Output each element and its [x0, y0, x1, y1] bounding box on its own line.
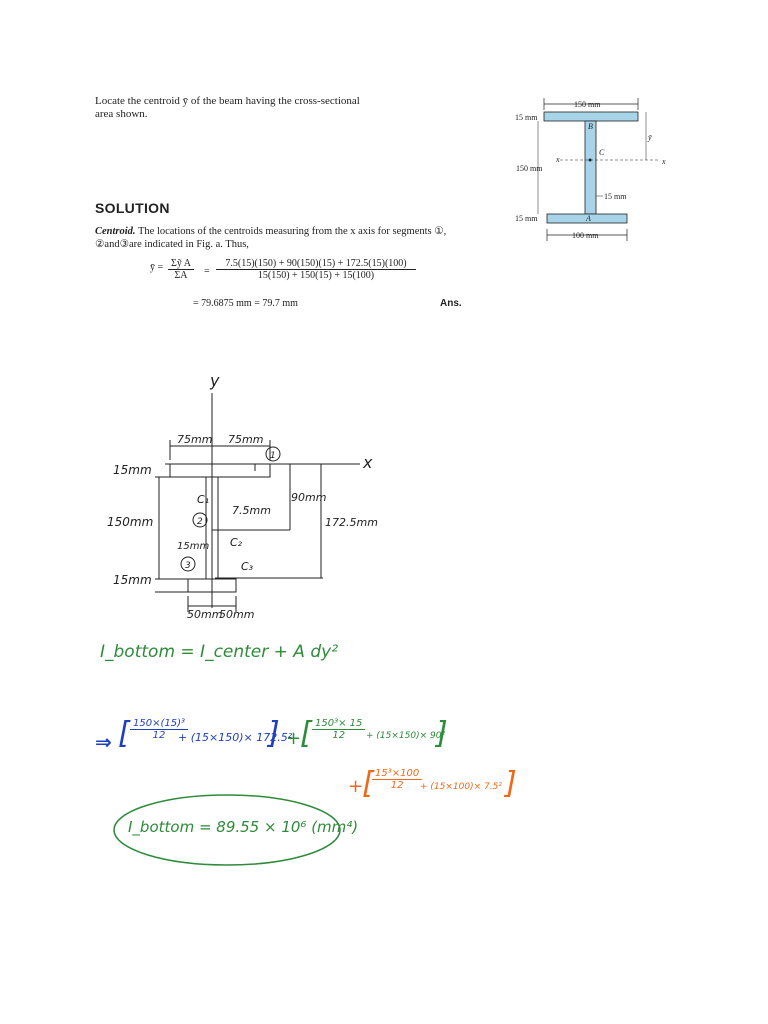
sketch-dim-75-right: 75mm — [228, 433, 263, 446]
label-c: C — [599, 148, 605, 157]
equation-fraction: 7.5(15)(150) + 90(150)(15) + 172.5(15)(1… — [216, 258, 416, 281]
centroid-text-2: ②and③are indicated in Fig. a. Thus, — [95, 239, 249, 250]
term3-num: 15³×100 — [375, 768, 420, 779]
ratio-fraction: Σỹ A ΣA — [168, 258, 194, 281]
sketch-d-172-5: 172.5mm — [325, 516, 378, 529]
equals-sign: = — [204, 266, 210, 277]
ratio-numerator: Σỹ A — [171, 258, 191, 269]
sketch-d-50-left: 50mm — [187, 608, 222, 621]
sketch-dim-75-left: 75mm — [177, 433, 212, 446]
centroid-text: The locations of the centroids measuring… — [135, 226, 447, 237]
term2-fraction: 150³× 15 12 — [312, 718, 366, 741]
dim-web-height: 150 mm — [516, 164, 543, 173]
axis-x-left: x — [555, 155, 560, 164]
bracket-open-1: [ — [118, 716, 130, 751]
term3-den: 12 — [372, 779, 423, 791]
sketch-c2: C₂ — [230, 536, 243, 549]
term1-den: 12 — [130, 729, 189, 741]
textbook-ibeam-figure: 150 mm 15 mm 150 mm 15 mm x x C B A ȳ 15… — [515, 98, 666, 241]
sketch-d-15-web: 15mm — [177, 541, 209, 552]
web — [584, 120, 597, 215]
dim-bottom-thickness: 15 mm — [515, 214, 538, 223]
top-flange — [543, 111, 639, 122]
hand-sketch: y x 75mm 75mm 1 2 3 C₁ C₂ C₃ 7.5mm 90mm … — [107, 371, 378, 621]
label-b: B — [588, 122, 593, 131]
sketch-y-axis: y — [209, 371, 220, 390]
sketch-x-axis: x — [362, 453, 373, 472]
dim-bottom-width: 100 mm — [572, 231, 599, 240]
axis-x-right: x — [661, 157, 666, 166]
equation-numerator: 7.5(15)(150) + 90(150)(15) + 172.5(15)(1… — [225, 258, 407, 269]
sketch-c3: C₃ — [241, 560, 254, 573]
bracket-close-1: ] — [268, 716, 280, 751]
axis-ybar: ȳ — [647, 133, 652, 142]
equation-denominator: 15(150) + 150(15) + 15(100) — [216, 269, 416, 281]
term3-tail: + (15×100)× 7.5² — [420, 782, 502, 792]
term1-fraction: 150×(15)³ 12 — [130, 718, 189, 741]
problem-line-1: Locate the centroid ȳ of the beam having… — [95, 95, 360, 107]
term2-den: 12 — [312, 729, 366, 741]
ratio-denominator: ΣA — [168, 269, 194, 281]
term1-num: 150×(15)³ — [133, 718, 186, 729]
answer-label: Ans. — [440, 298, 462, 309]
equation-result: = 79.6875 mm = 79.7 mm — [193, 298, 298, 309]
bottom-flange — [546, 213, 628, 224]
ybar-lhs: ȳ = — [150, 262, 164, 273]
dim-web-thickness: 15 mm — [604, 192, 627, 201]
sketch-d-15-top: 15mm — [113, 463, 152, 477]
sketch-d-50-right: 50mm — [219, 608, 254, 621]
sketch-circle-3: 3 — [185, 561, 191, 571]
problem-statement: Locate the centroid ȳ of the beam having… — [95, 95, 395, 121]
sketch-d-150: 150mm — [107, 515, 153, 529]
sketch-circle-2: 2 — [197, 517, 203, 527]
term1-tail: + (15×150)× 172.5² — [178, 731, 293, 744]
label-a: A — [585, 214, 591, 223]
sketch-d-90: 90mm — [291, 491, 326, 504]
bracket-close-3: ] — [505, 766, 517, 801]
sketch-d-7-5: 7.5mm — [232, 504, 271, 517]
solution-title: SOLUTION — [95, 200, 170, 216]
term3-fraction: 15³×100 12 — [372, 768, 423, 791]
result-text: I_bottom = 89.55 × 10⁶ (mm⁴) — [128, 818, 359, 836]
centroid-dot — [588, 158, 592, 162]
implies-arrow: ⇒ — [95, 730, 112, 754]
plus-3: + — [348, 776, 364, 797]
term2-tail: + (15×150)× 90² — [366, 731, 446, 741]
dim-top-thickness: 15 mm — [515, 113, 538, 122]
dim-top-width: 150 mm — [574, 100, 601, 109]
hand-formula: I_bottom = I_center + A dy² — [100, 642, 339, 662]
bracket-close-2: ] — [436, 716, 448, 751]
sketch-c1: C₁ — [197, 493, 209, 506]
centroid-heading: Centroid. — [95, 226, 136, 237]
solution-text: Centroid. The locations of the centroids… — [95, 225, 475, 251]
bracket-open-3: [ — [362, 766, 374, 801]
bracket-open-2: [ — [300, 716, 312, 751]
sketch-circle-1: 1 — [270, 451, 276, 461]
result-circle — [113, 794, 341, 866]
plus-2: + — [286, 728, 302, 749]
sketch-d-15-bottom: 15mm — [113, 573, 152, 587]
problem-line-2: area shown. — [95, 108, 148, 120]
term2-num: 150³× 15 — [315, 718, 363, 729]
